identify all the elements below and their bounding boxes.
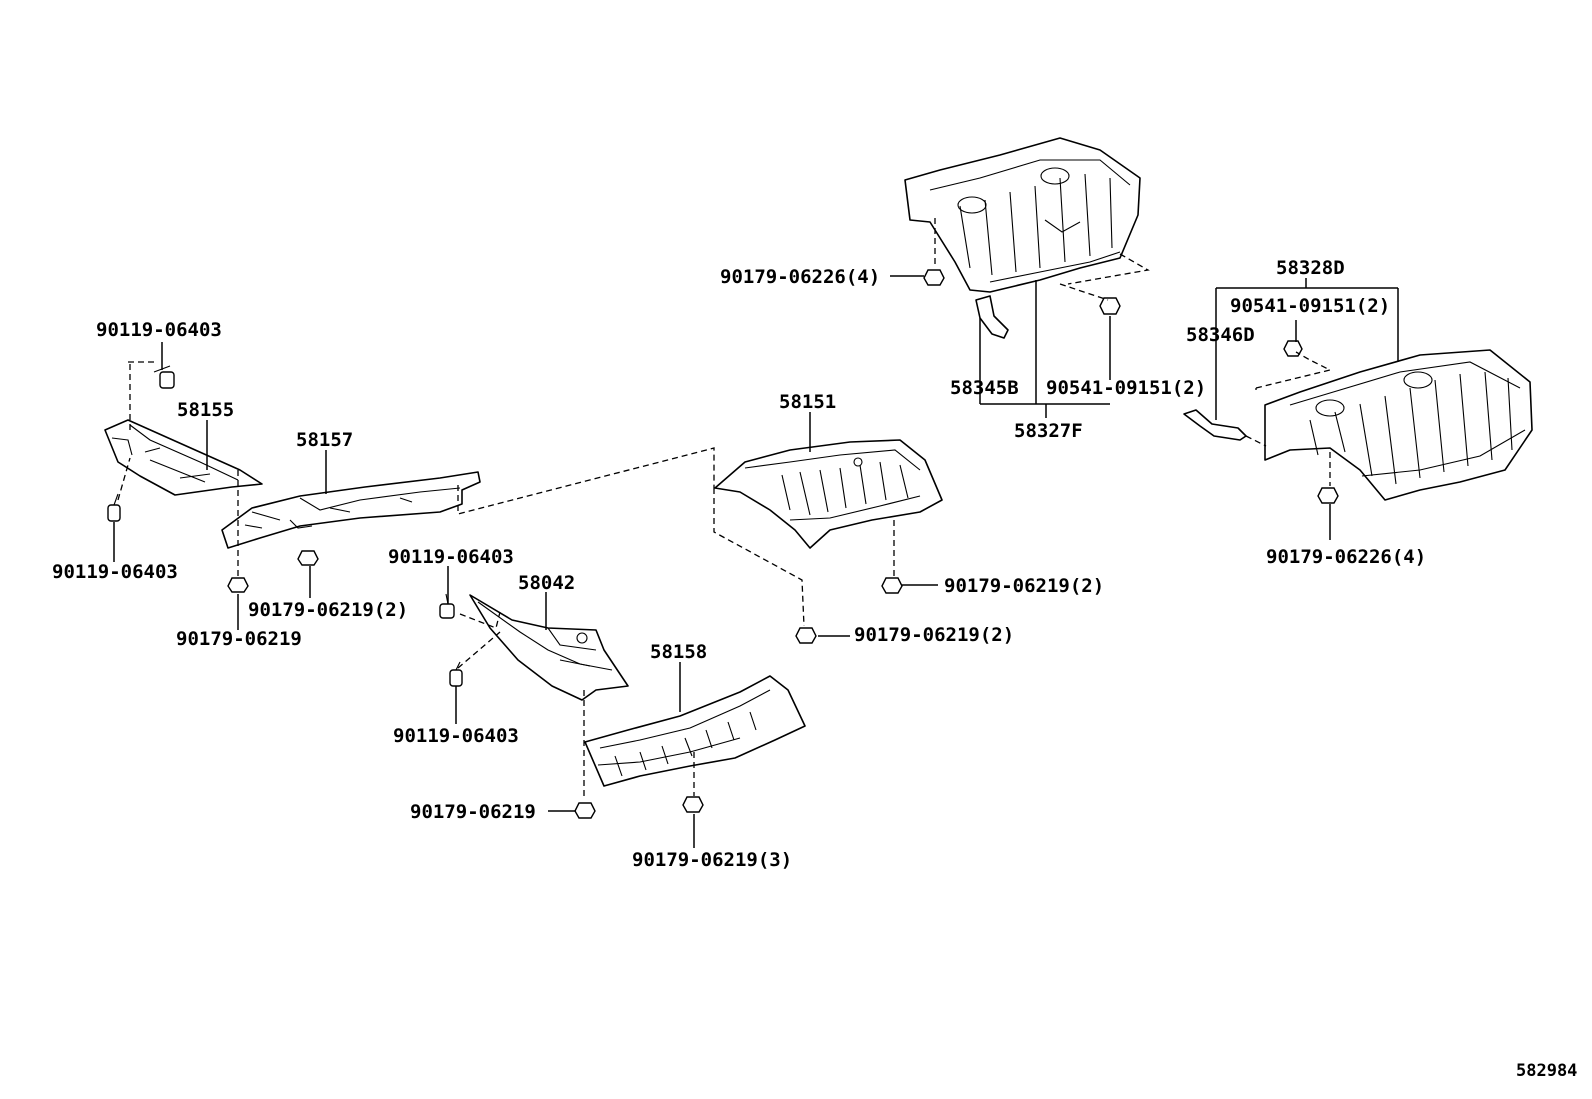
part-number-label: 58042 (518, 572, 575, 594)
nut-icon (1317, 487, 1339, 504)
bracket-58346D-shape (1183, 409, 1247, 441)
nut-icon (1099, 297, 1121, 315)
nut-label: 90179-06219(2) (944, 575, 1104, 597)
heat-insulator-58158-shape (584, 675, 806, 787)
part-number-label: 58328D (1276, 257, 1345, 279)
part-number-label: 58155 (177, 399, 234, 421)
nut-icon (682, 796, 704, 813)
part-number-label: 58327F (1014, 420, 1083, 442)
bolt-label: 90119-06403 (96, 319, 222, 341)
nut-label: 90179-06219 (410, 801, 536, 823)
heat-insulator-58327F-shape (904, 137, 1141, 293)
nut-icon (923, 269, 945, 286)
bolt-icon (153, 365, 175, 389)
bolt-icon (107, 493, 121, 522)
part-number-label: 58157 (296, 429, 353, 451)
heat-insulator-58042-shape (469, 594, 629, 701)
heat-insulator-58151-shape (714, 439, 943, 549)
nut-label: 90179-06226(4) (720, 266, 880, 288)
nut-icon (574, 802, 596, 819)
nut-label: 90179-06226(4) (1266, 546, 1426, 568)
bolt-label: 90119-06403 (393, 725, 519, 747)
bolt-icon (439, 593, 455, 619)
bolt-icon (449, 661, 463, 687)
nut-label: 90179-06219(2) (248, 599, 408, 621)
figure-reference-number: 582984 (1516, 1061, 1577, 1081)
bracket-58345B-shape (975, 295, 1009, 339)
heat-insulator-58155-shape (104, 419, 263, 496)
heat-insulator-58157-shape (221, 471, 481, 549)
part-number-label: 58151 (779, 391, 836, 413)
bolt-label: 90119-06403 (388, 546, 514, 568)
part-number-label: 58346D (1186, 324, 1255, 346)
nut-label: 90541-09151(2) (1230, 295, 1390, 317)
nut-icon (795, 627, 817, 644)
heat-insulator-58328D-shape (1264, 349, 1533, 501)
bolt-label: 90119-06403 (52, 561, 178, 583)
nut-icon (881, 577, 903, 594)
part-labels: 90119-06403 58155 90119-06403 58157 9017… (52, 257, 1577, 1081)
nut-label: 90179-06219(3) (632, 849, 792, 871)
nut-icon (297, 550, 319, 566)
fasteners (107, 269, 1339, 819)
part-number-label: 58158 (650, 641, 707, 663)
part-number-label: 58345B (950, 377, 1019, 399)
leader-lines (113, 275, 1399, 848)
nut-icon (227, 577, 249, 593)
assembly-dashed-lines (117, 218, 1332, 800)
nut-label: 90179-06219 (176, 628, 302, 650)
nut-label: 90179-06219(2) (854, 624, 1014, 646)
nut-label: 90541-09151(2) (1046, 377, 1206, 399)
